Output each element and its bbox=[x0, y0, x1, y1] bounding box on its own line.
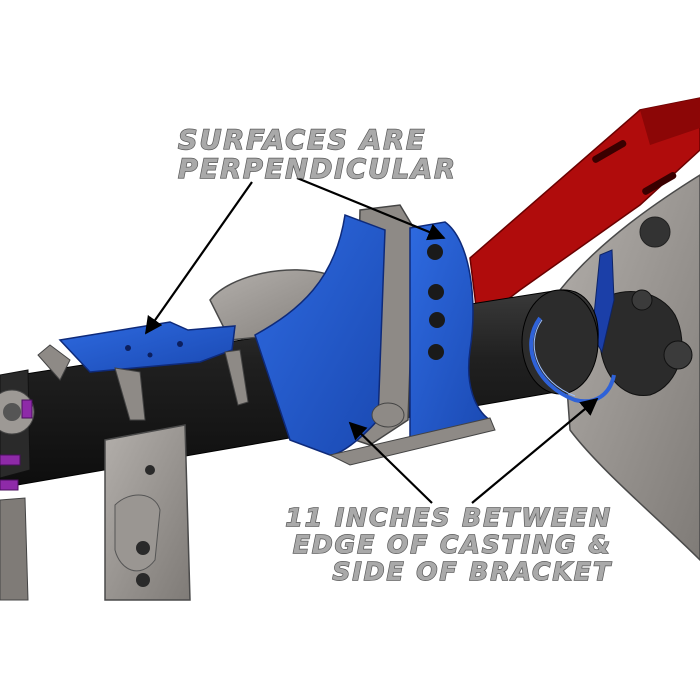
callout-leaders bbox=[144, 176, 599, 504]
arrow-to-casting-edge bbox=[471, 397, 599, 504]
lower-link-bracket bbox=[104, 424, 191, 601]
callout-perpendicular-line1: SURFACES ARE bbox=[177, 125, 427, 156]
callout-distance-line3: SIDE OF BRACKET bbox=[332, 557, 612, 586]
arrow-to-left-bracket bbox=[144, 181, 253, 335]
red-control-arm bbox=[469, 97, 700, 324]
arrow-to-center-bracket bbox=[296, 176, 446, 241]
left-hardware bbox=[0, 369, 35, 601]
callout-distance-line2: EDGE OF CASTING & bbox=[292, 530, 612, 559]
left-blue-bracket bbox=[37, 321, 249, 421]
arrow-to-bracket-side bbox=[348, 421, 433, 504]
callout-perpendicular-line2: PERPENDICULAR bbox=[177, 154, 457, 185]
callout-distance-line1: 11 INCHES BETWEEN bbox=[285, 503, 612, 532]
center-blue-bracket bbox=[254, 204, 496, 466]
axle-casting-housing bbox=[559, 174, 700, 562]
